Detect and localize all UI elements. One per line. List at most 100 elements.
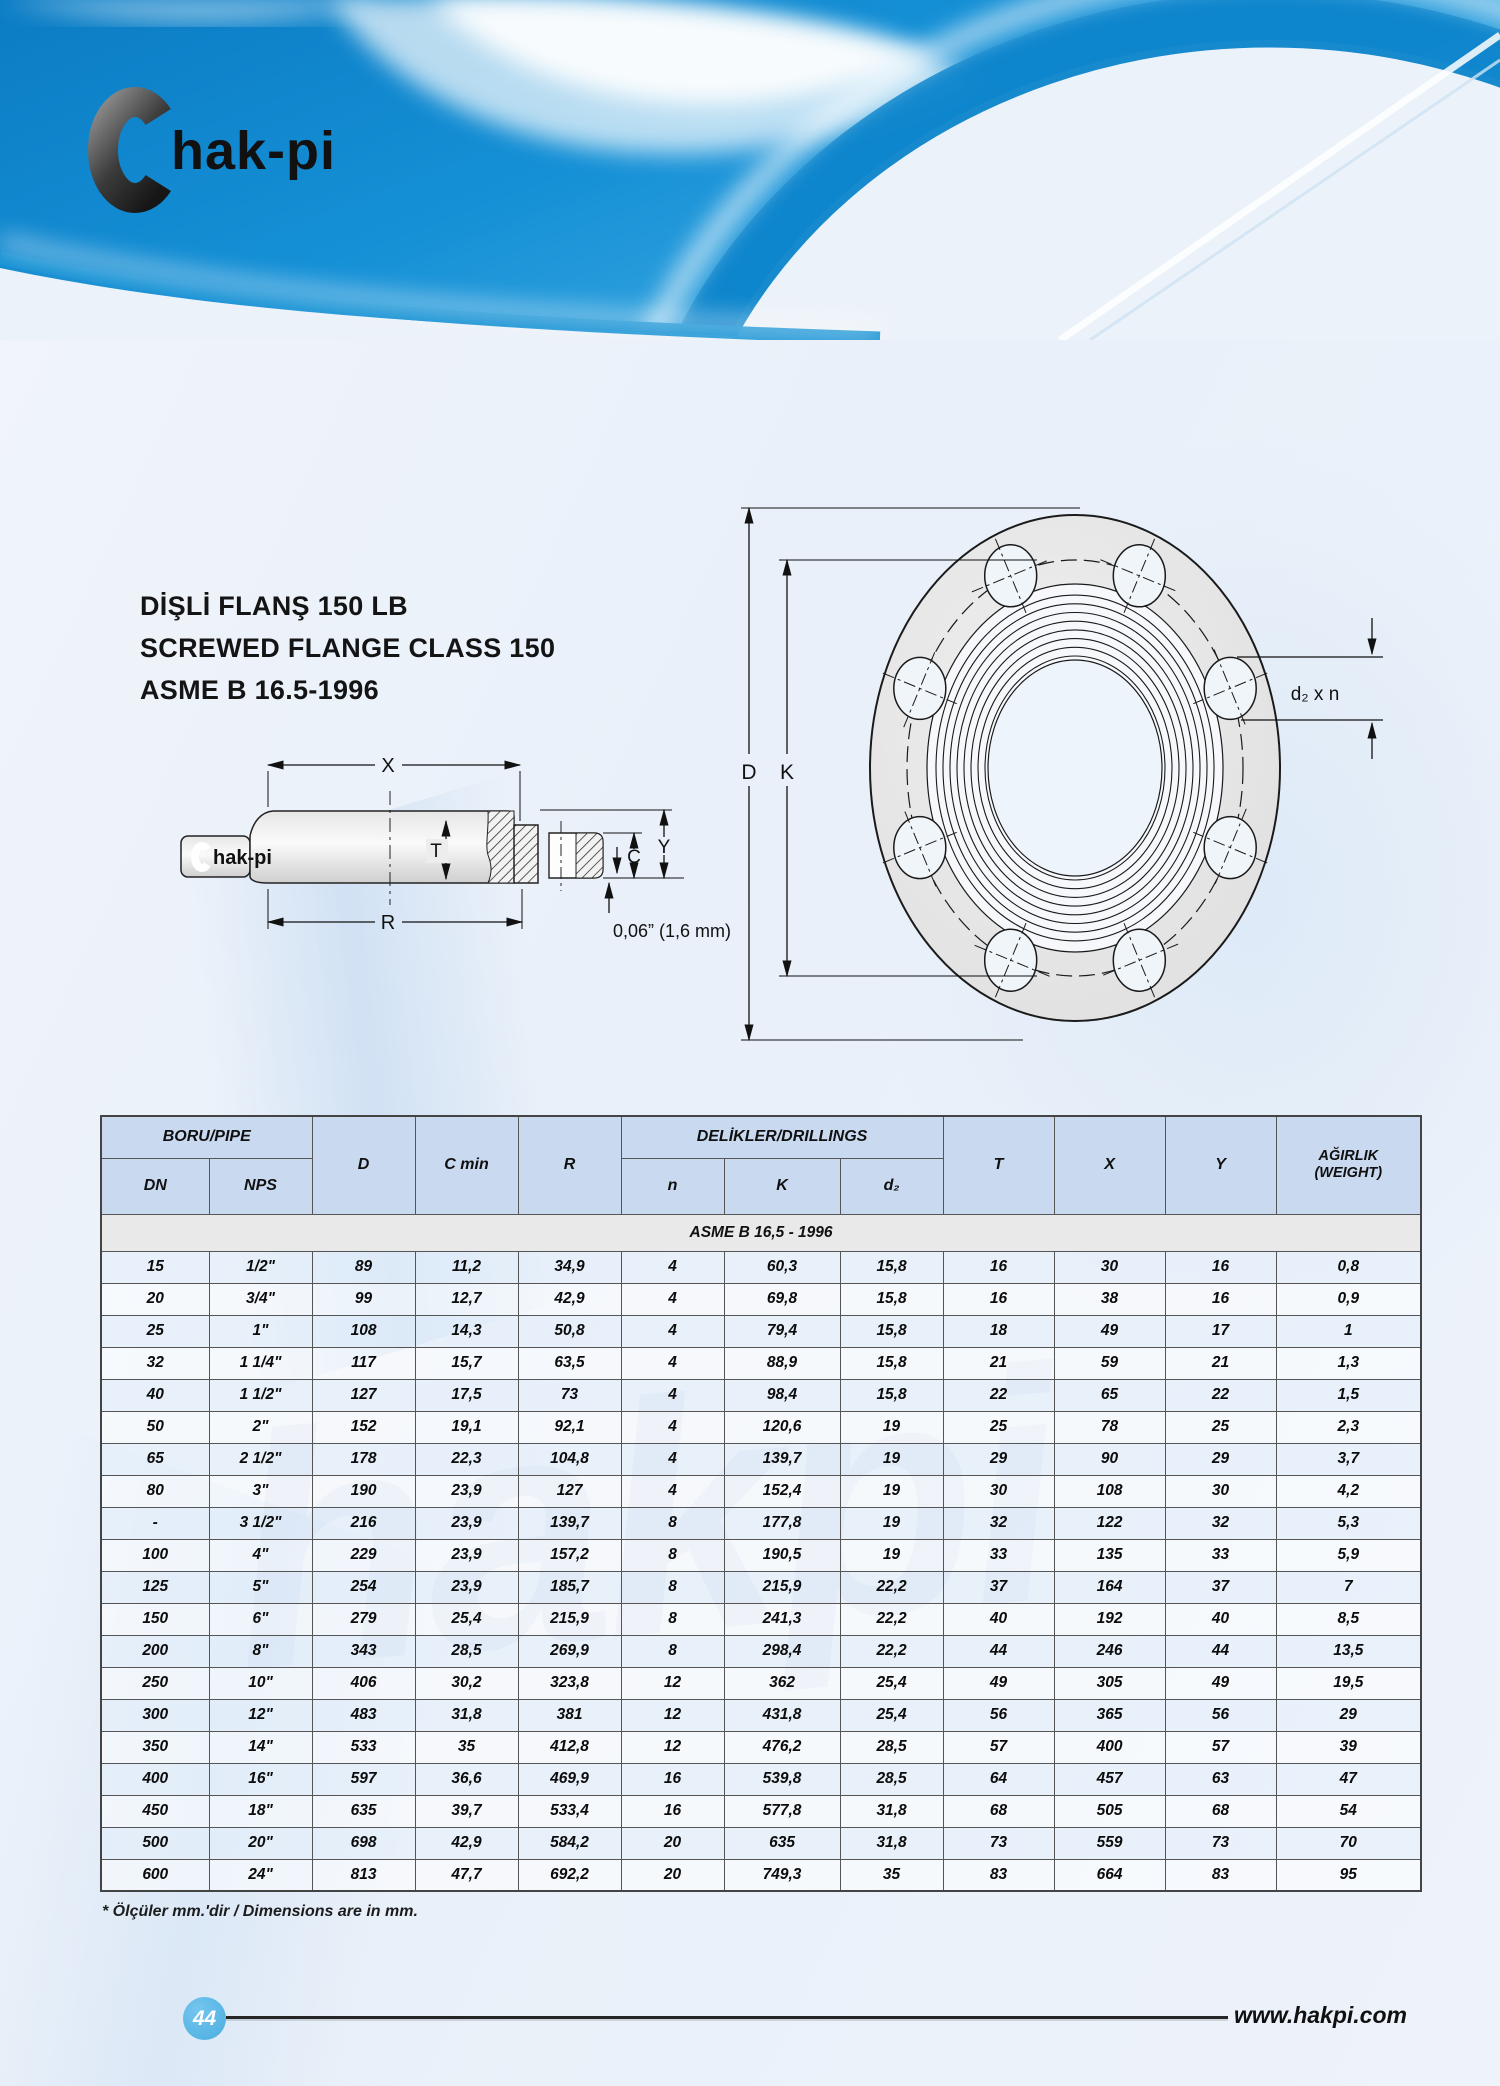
table-cell: 29 (1275, 1698, 1422, 1732)
table-cell: 2" (208, 1410, 313, 1444)
dim-label-y: Y (658, 837, 671, 858)
table-cell: 298,4 (723, 1634, 841, 1668)
col-group-drillings: DELİKLER/DRILLINGS (620, 1115, 944, 1159)
table-cell: 279 (311, 1602, 416, 1636)
table-cell: 177,8 (723, 1506, 841, 1540)
table-cell: 139,7 (517, 1506, 622, 1540)
table-cell: 13,5 (1275, 1634, 1422, 1668)
table-cell: 16 (942, 1282, 1055, 1316)
footer-divider (226, 2016, 1228, 2019)
table-cell: 15 (100, 1250, 210, 1284)
table-cell: 400 (1053, 1730, 1166, 1764)
table-cell: 89 (311, 1250, 416, 1284)
table-cell: 57 (942, 1730, 1055, 1764)
title-line-2: SCREWED FLANGE CLASS 150 (140, 633, 556, 663)
table-cell: 457 (1053, 1762, 1166, 1796)
table-cell: 5,9 (1275, 1538, 1422, 1572)
dim-label-t: T (430, 841, 442, 862)
table-cell: 79,4 (723, 1314, 841, 1348)
table-cell: 4 (620, 1346, 725, 1380)
table-cell: 22 (942, 1378, 1055, 1412)
table-cell: 1 (1275, 1314, 1422, 1348)
table-cell: 698 (311, 1826, 416, 1860)
table-cell: 70 (1275, 1826, 1422, 1860)
table-cell: 69,8 (723, 1282, 841, 1316)
table-cell: 32 (100, 1346, 210, 1380)
col-header-d2: d₂ (839, 1157, 944, 1215)
col-header-t: T (942, 1115, 1055, 1215)
table-cell: 12 (620, 1698, 725, 1732)
table-cell: 381 (517, 1698, 622, 1732)
table-cell: 14,3 (414, 1314, 519, 1348)
table-cell: 30 (1164, 1474, 1277, 1508)
table-cell: 32 (1164, 1506, 1277, 1540)
table-cell: 120,6 (723, 1410, 841, 1444)
table-cell: 813 (311, 1858, 416, 1892)
table-cell: 4" (208, 1538, 313, 1572)
table-cell: 73 (942, 1826, 1055, 1860)
table-cell: 8 (620, 1602, 725, 1636)
spec-table: BORU/PIPE D C min R DELİKLER/DRILLINGS T… (100, 1115, 1423, 1892)
table-cell: 597 (311, 1762, 416, 1796)
table-cell: 35 (414, 1730, 519, 1764)
table-cell: 500 (100, 1826, 210, 1860)
logo-c-icon (88, 87, 182, 213)
table-cell: 17 (1164, 1314, 1277, 1348)
table-cell: 215,9 (723, 1570, 841, 1604)
table-cell: 22 (1164, 1378, 1277, 1412)
drawing-logo-c-icon (191, 842, 213, 872)
table-cell: 8" (208, 1634, 313, 1668)
table-cell: 749,3 (723, 1858, 841, 1892)
table-cell: 42,9 (414, 1826, 519, 1860)
table-cell: 5,3 (1275, 1506, 1422, 1540)
table-cell: 73 (1164, 1826, 1277, 1860)
table-cell: 4 (620, 1282, 725, 1316)
table-cell: 80 (100, 1474, 210, 1508)
table-cell: 22,2 (839, 1634, 944, 1668)
table-cell: 15,8 (839, 1314, 944, 1348)
table-cell: 25 (100, 1314, 210, 1348)
table-cell: 4 (620, 1314, 725, 1348)
table-cell: 4 (620, 1378, 725, 1412)
table-cell: 1 1/2" (208, 1378, 313, 1412)
table-cell: 68 (1164, 1794, 1277, 1828)
table-cell: 44 (1164, 1634, 1277, 1668)
table-cell: 192 (1053, 1602, 1166, 1636)
table-cell: 63 (1164, 1762, 1277, 1796)
table-cell: 350 (100, 1730, 210, 1764)
table-cell: 406 (311, 1666, 416, 1700)
table-cell: 22,2 (839, 1570, 944, 1604)
table-cell: 139,7 (723, 1442, 841, 1476)
standard-section-label: ASME B 16,5 - 1996 (100, 1213, 1422, 1252)
spec-table-container: BORU/PIPE D C min R DELİKLER/DRILLINGS T… (100, 1115, 1423, 1892)
table-cell: 16 (1164, 1250, 1277, 1284)
dim-label-c: C (627, 847, 641, 868)
table-cell: 664 (1053, 1858, 1166, 1892)
table-cell: 323,8 (517, 1666, 622, 1700)
table-cell: 400 (100, 1762, 210, 1796)
table-cell: 23,9 (414, 1570, 519, 1604)
table-cell: 229 (311, 1538, 416, 1572)
table-cell: 40 (100, 1378, 210, 1412)
table-cell: 4 (620, 1474, 725, 1508)
table-cell: 23,9 (414, 1538, 519, 1572)
table-cell: 28,5 (839, 1730, 944, 1764)
table-cell: 4 (620, 1442, 725, 1476)
table-cell: 412,8 (517, 1730, 622, 1764)
title-block: DİŞLİ FLANŞ 150 LB SCREWED FLANGE CLASS … (140, 585, 555, 711)
table-cell: 24" (208, 1858, 313, 1892)
table-cell: 692,2 (517, 1858, 622, 1892)
table-cell: 100 (100, 1538, 210, 1572)
table-cell: 47,7 (414, 1858, 519, 1892)
table-cell: 3/4" (208, 1282, 313, 1316)
table-cell: 12 (620, 1730, 725, 1764)
thread-section-hatch (486, 810, 515, 884)
table-cell: 30 (942, 1474, 1055, 1508)
